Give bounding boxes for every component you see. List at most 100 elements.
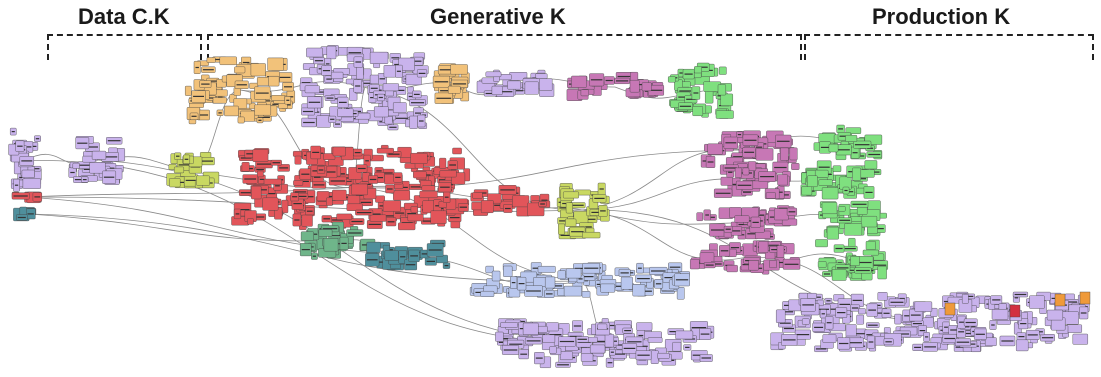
component-node[interactable] xyxy=(448,85,461,94)
component-node[interactable] xyxy=(535,73,548,79)
component-node[interactable] xyxy=(522,322,539,335)
component-node[interactable] xyxy=(326,197,333,206)
component-node[interactable] xyxy=(271,95,285,101)
component-node[interactable] xyxy=(89,162,106,174)
component-node[interactable] xyxy=(558,223,565,235)
component-node[interactable] xyxy=(263,178,282,185)
component-node[interactable] xyxy=(413,171,427,179)
component-node[interactable] xyxy=(224,105,239,117)
component-node[interactable] xyxy=(241,162,250,172)
component-node[interactable] xyxy=(597,323,608,330)
component-node[interactable] xyxy=(600,283,616,293)
component-node[interactable] xyxy=(821,187,839,200)
component-node[interactable] xyxy=(769,260,777,268)
component-node[interactable] xyxy=(755,148,774,161)
accent-node[interactable] xyxy=(1079,291,1091,305)
component-node[interactable] xyxy=(826,226,839,240)
component-node[interactable] xyxy=(409,115,418,129)
component-node[interactable] xyxy=(332,146,346,157)
component-node[interactable] xyxy=(672,342,682,352)
component-node[interactable] xyxy=(326,45,337,60)
component-node[interactable] xyxy=(300,231,314,241)
component-node[interactable] xyxy=(439,170,457,178)
component-node[interactable] xyxy=(430,210,447,224)
component-node[interactable] xyxy=(206,57,216,63)
component-node[interactable] xyxy=(219,56,237,65)
component-node[interactable] xyxy=(985,337,997,347)
component-node[interactable] xyxy=(382,83,400,92)
component-node[interactable] xyxy=(560,351,573,361)
component-node[interactable] xyxy=(72,162,80,169)
component-node[interactable] xyxy=(962,294,969,304)
component-node[interactable] xyxy=(316,115,331,128)
component-node[interactable] xyxy=(323,153,336,160)
component-node[interactable] xyxy=(410,152,428,164)
component-node[interactable] xyxy=(802,318,810,325)
component-node[interactable] xyxy=(383,65,396,78)
component-node[interactable] xyxy=(791,163,800,170)
component-node[interactable] xyxy=(481,200,494,213)
component-node[interactable] xyxy=(742,167,750,176)
component-node[interactable] xyxy=(838,206,846,212)
component-node[interactable] xyxy=(1066,324,1083,333)
component-node[interactable] xyxy=(495,331,504,342)
component-node[interactable] xyxy=(452,147,462,155)
component-node[interactable] xyxy=(1016,339,1029,352)
component-node[interactable] xyxy=(491,85,503,95)
component-node[interactable] xyxy=(382,200,402,212)
component-node[interactable] xyxy=(718,66,727,75)
component-node[interactable] xyxy=(247,218,254,225)
component-node[interactable] xyxy=(563,285,582,297)
component-node[interactable] xyxy=(894,313,902,325)
component-node[interactable] xyxy=(647,337,663,343)
component-node[interactable] xyxy=(865,240,876,250)
component-node[interactable] xyxy=(758,241,769,253)
component-node[interactable] xyxy=(251,185,262,200)
component-node[interactable] xyxy=(542,334,556,343)
component-node[interactable] xyxy=(294,155,302,165)
component-node[interactable] xyxy=(675,330,694,340)
component-node[interactable] xyxy=(844,223,863,236)
component-node[interactable] xyxy=(351,183,368,196)
accent-node[interactable] xyxy=(1009,304,1021,318)
component-node[interactable] xyxy=(537,266,556,273)
component-node[interactable] xyxy=(331,71,344,79)
component-node[interactable] xyxy=(641,82,652,92)
component-node[interactable] xyxy=(696,212,704,222)
component-node[interactable] xyxy=(234,66,246,74)
component-node[interactable] xyxy=(581,291,591,298)
component-node[interactable] xyxy=(376,147,394,154)
component-node[interactable] xyxy=(777,174,788,186)
component-node[interactable] xyxy=(212,97,227,104)
component-node[interactable] xyxy=(705,91,714,104)
component-node[interactable] xyxy=(549,346,557,354)
component-node[interactable] xyxy=(774,208,789,221)
component-node[interactable] xyxy=(281,199,289,214)
component-node[interactable] xyxy=(393,190,410,201)
component-node[interactable] xyxy=(237,116,245,124)
component-node[interactable] xyxy=(398,57,415,71)
component-node[interactable] xyxy=(419,190,438,199)
component-node[interactable] xyxy=(184,85,192,96)
component-node[interactable] xyxy=(306,47,323,58)
component-node[interactable] xyxy=(864,160,878,170)
component-node[interactable] xyxy=(852,167,862,181)
component-node[interactable] xyxy=(856,314,864,325)
component-node[interactable] xyxy=(252,149,269,162)
component-node[interactable] xyxy=(789,147,798,161)
component-node[interactable] xyxy=(565,202,573,214)
component-node[interactable] xyxy=(630,71,639,82)
component-node[interactable] xyxy=(861,215,878,228)
component-node[interactable] xyxy=(491,270,501,282)
component-node[interactable] xyxy=(930,308,938,317)
component-node[interactable] xyxy=(293,180,304,186)
component-node[interactable] xyxy=(304,85,320,94)
component-node[interactable] xyxy=(1072,333,1089,345)
component-node[interactable] xyxy=(398,222,416,231)
component-node[interactable] xyxy=(741,207,759,219)
component-node[interactable] xyxy=(636,322,653,331)
component-node[interactable] xyxy=(582,231,601,239)
component-node[interactable] xyxy=(821,202,838,215)
component-node[interactable] xyxy=(524,81,539,95)
component-node[interactable] xyxy=(782,218,798,226)
